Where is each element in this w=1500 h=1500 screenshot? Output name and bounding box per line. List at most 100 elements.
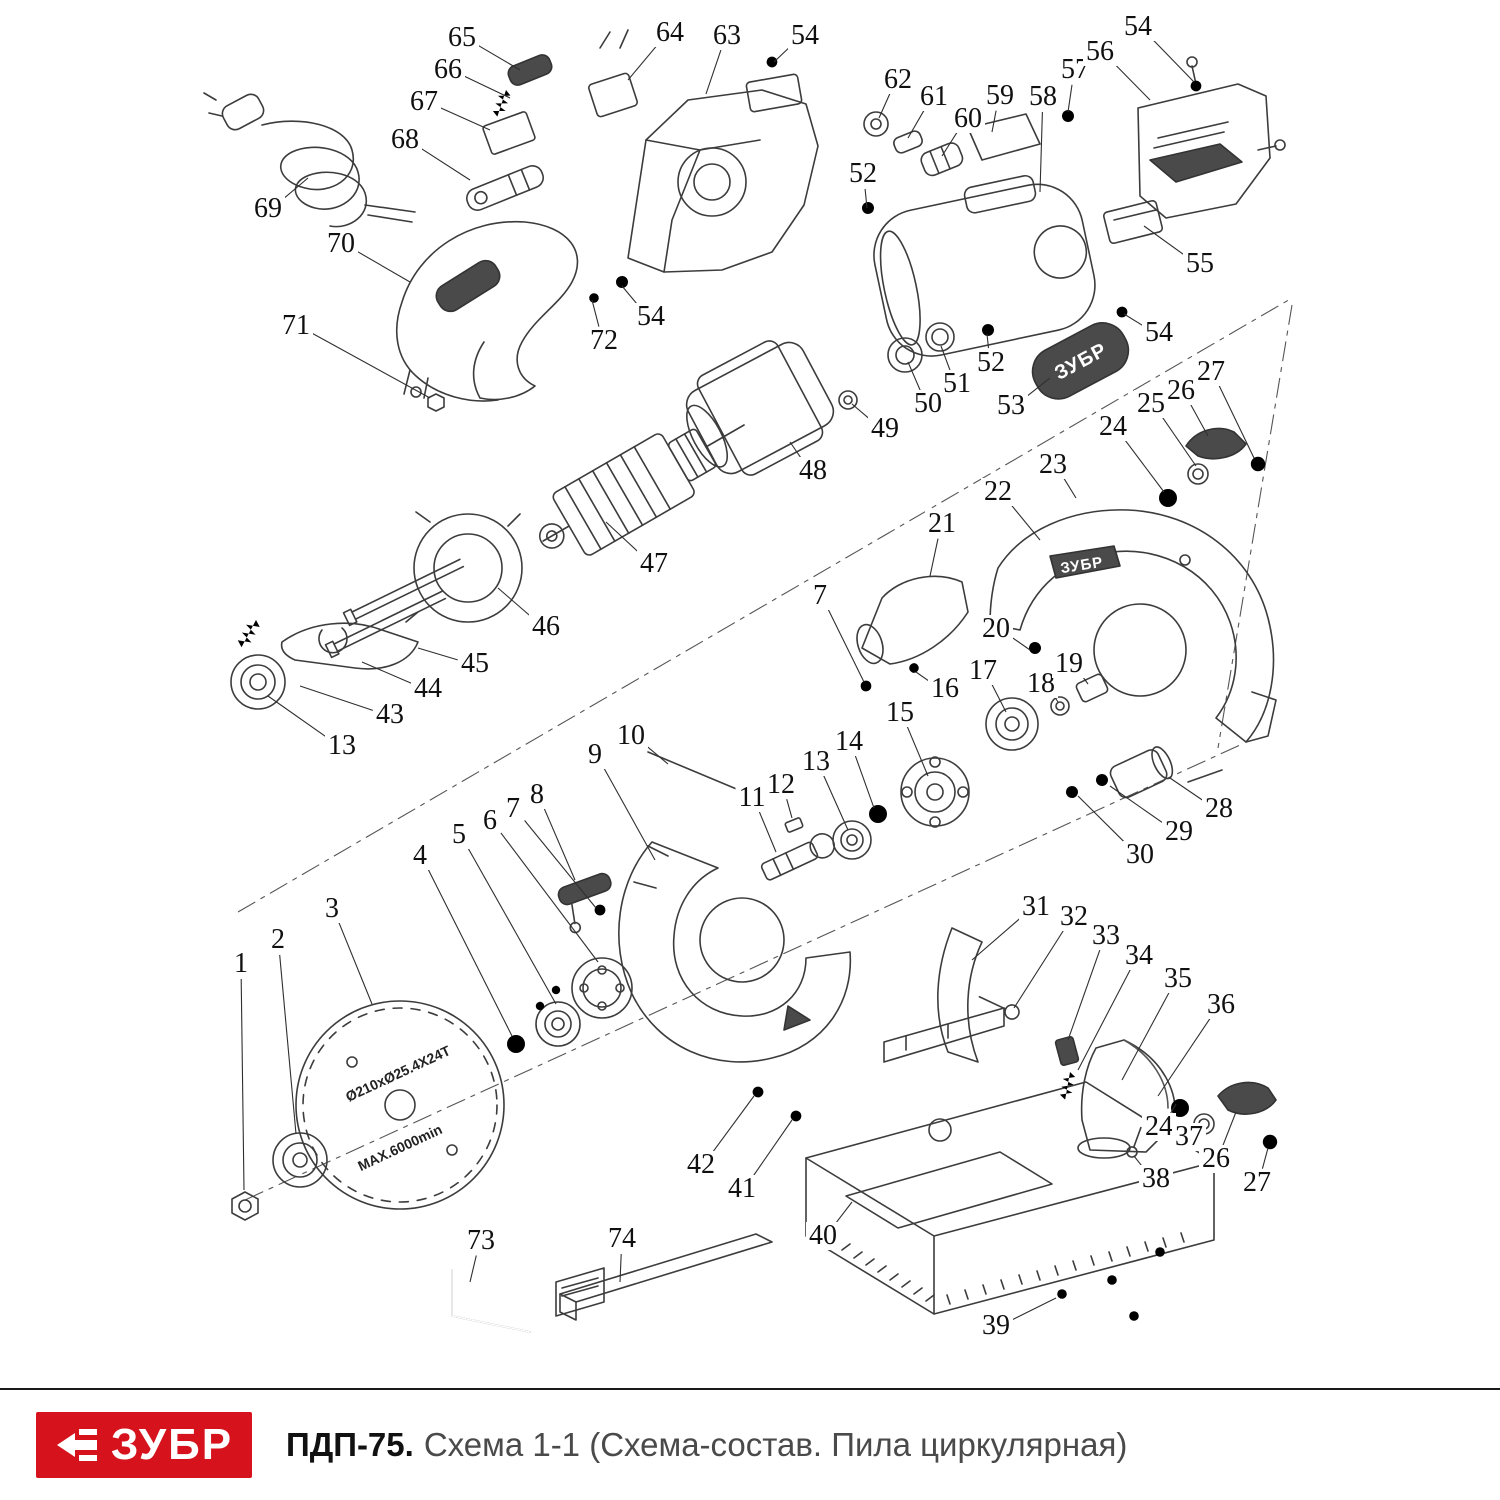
leader-line bbox=[940, 345, 951, 371]
part-power-cord bbox=[203, 92, 416, 228]
leader-line bbox=[621, 285, 640, 307]
leader-line bbox=[1261, 1147, 1269, 1169]
callout-44: 44 bbox=[411, 675, 445, 703]
leader-line bbox=[267, 695, 328, 739]
blade-max-label: MAX.6000min bbox=[355, 1121, 444, 1174]
callout-66: 66 bbox=[431, 56, 465, 84]
leader-line bbox=[311, 332, 431, 399]
part-screw-52b bbox=[979, 301, 1009, 339]
leader-line bbox=[971, 916, 1023, 961]
callout-62: 62 bbox=[881, 66, 915, 94]
callout-54-4: 54 bbox=[1142, 319, 1176, 347]
callout-19: 19 bbox=[1052, 650, 1086, 678]
zubr-logo-arrow-icon bbox=[56, 1429, 97, 1461]
callout-21: 21 bbox=[925, 510, 959, 538]
leader-line bbox=[240, 978, 245, 1191]
callout-41: 41 bbox=[725, 1175, 759, 1203]
leader-line bbox=[1143, 225, 1186, 257]
callout-10: 10 bbox=[614, 722, 648, 750]
part-lower-guard bbox=[618, 841, 852, 1063]
callout-29: 29 bbox=[1162, 818, 1196, 846]
callout-59: 59 bbox=[983, 82, 1017, 110]
leader-line bbox=[906, 726, 929, 777]
leader-line bbox=[907, 109, 925, 139]
leader-line bbox=[864, 188, 868, 209]
leader-line bbox=[497, 587, 533, 618]
callout-50: 50 bbox=[911, 390, 945, 418]
exploded-diagram-area: ЗУБР bbox=[203, 13, 1293, 1340]
part-rear-handle bbox=[396, 220, 579, 402]
callout-37: 37 bbox=[1172, 1123, 1206, 1151]
part-rear-cover bbox=[1137, 56, 1286, 219]
callout-25: 25 bbox=[1134, 390, 1168, 418]
part-brush-cover: ЗУБР bbox=[1031, 322, 1130, 400]
callout-35: 35 bbox=[1161, 965, 1195, 993]
callout-45: 45 bbox=[458, 650, 492, 678]
callout-52-2: 52 bbox=[974, 349, 1008, 377]
callout-12: 12 bbox=[764, 771, 798, 799]
leader-line bbox=[1012, 1297, 1057, 1321]
part-saw-blade: Ø210xØ25.4X24T MAX.6000min bbox=[295, 1000, 505, 1210]
leader-line bbox=[834, 1201, 853, 1225]
callout-42: 42 bbox=[684, 1151, 718, 1179]
callout-22: 22 bbox=[981, 478, 1015, 506]
document-title: ПДП-75.Схема 1-1 (Схема-состав. Пила цир… bbox=[286, 1426, 1127, 1464]
leader-line bbox=[645, 744, 669, 765]
leader-line bbox=[619, 1253, 622, 1283]
callout-73: 73 bbox=[464, 1227, 498, 1255]
leader-line bbox=[789, 441, 803, 460]
leader-line bbox=[1067, 949, 1101, 1041]
callout-28: 28 bbox=[1202, 795, 1236, 823]
callout-36: 36 bbox=[1204, 991, 1238, 1019]
leader-line bbox=[1157, 1016, 1212, 1097]
callout-33: 33 bbox=[1089, 922, 1123, 950]
part-screw-54d bbox=[1114, 290, 1147, 320]
callout-49: 49 bbox=[868, 415, 902, 443]
part-bearing-sleeve-group bbox=[863, 111, 1041, 177]
leader-line bbox=[1067, 84, 1073, 113]
callout-13: 13 bbox=[325, 732, 359, 760]
callout-31: 31 bbox=[1019, 893, 1053, 921]
leader-line bbox=[758, 811, 777, 853]
callout-51: 51 bbox=[940, 370, 974, 398]
callout-1: 1 bbox=[231, 950, 251, 978]
leader-line bbox=[464, 75, 511, 99]
leader-line bbox=[854, 755, 875, 809]
part-hex-key bbox=[451, 1269, 531, 1333]
leader-line bbox=[991, 683, 1007, 713]
part-lock-lever bbox=[280, 622, 419, 670]
leader-line bbox=[591, 299, 600, 327]
callout-53: 53 bbox=[994, 392, 1028, 420]
part-screw-54c bbox=[598, 255, 631, 291]
leader-line bbox=[711, 1095, 755, 1154]
leader-line bbox=[417, 647, 458, 661]
leader-line bbox=[827, 609, 865, 683]
part-lever-set-upper bbox=[1159, 427, 1266, 507]
callout-67: 67 bbox=[407, 88, 441, 116]
leader-line bbox=[1189, 403, 1209, 437]
part-rip-fence bbox=[555, 1233, 773, 1321]
leader-line bbox=[823, 775, 849, 831]
callout-69: 69 bbox=[251, 195, 285, 223]
part-blade-bearing-set bbox=[832, 617, 1109, 860]
leader-line bbox=[427, 869, 513, 1037]
leader-line bbox=[356, 250, 411, 283]
leader-line bbox=[338, 922, 373, 1005]
blade-spec-label: Ø210xØ25.4X24T bbox=[343, 1042, 453, 1105]
callout-27: 27 bbox=[1194, 358, 1228, 386]
callout-65: 65 bbox=[445, 24, 479, 52]
zubr-logo-text: ЗУБР bbox=[110, 1420, 234, 1469]
leader-line bbox=[1169, 777, 1205, 802]
callout-61: 61 bbox=[917, 83, 951, 111]
leader-line bbox=[986, 333, 990, 349]
leader-line bbox=[1222, 1111, 1237, 1146]
leader-line bbox=[469, 1255, 477, 1283]
part-motor-housing bbox=[873, 174, 1096, 357]
callout-7: 7 bbox=[810, 582, 830, 610]
part-gear-housing bbox=[627, 73, 819, 273]
schema-title: Схема 1-1 (Схема-состав. Пила циркулярна… bbox=[423, 1426, 1128, 1463]
leader-line bbox=[1218, 385, 1255, 459]
part-nut-71 bbox=[427, 393, 445, 412]
callout-38: 38 bbox=[1139, 1165, 1173, 1193]
center-lines bbox=[237, 297, 1293, 1201]
